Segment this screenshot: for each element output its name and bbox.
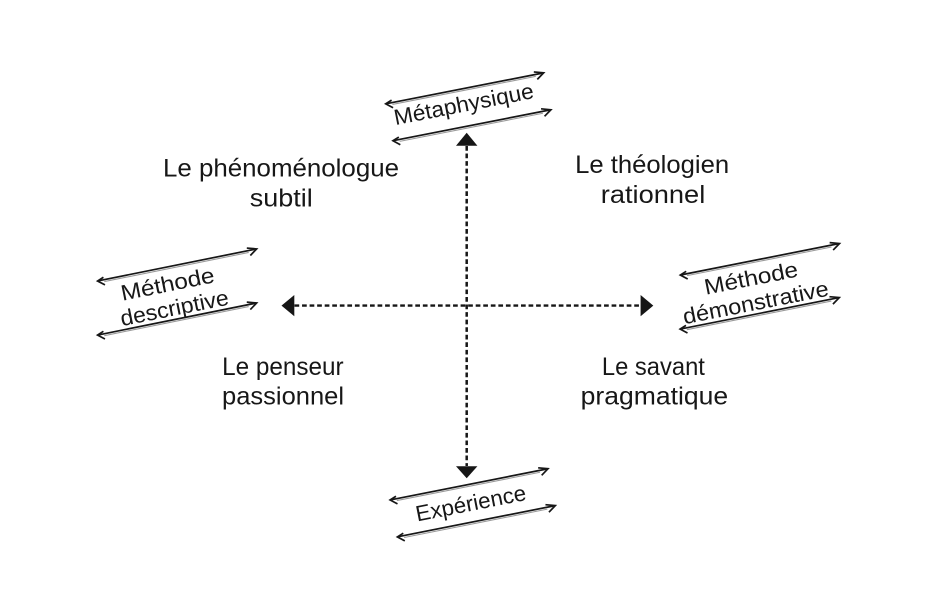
svg-text:rationnel: rationnel xyxy=(601,181,706,209)
svg-text:passionnel: passionnel xyxy=(222,383,344,411)
svg-text:Le penseur: Le penseur xyxy=(222,353,344,381)
svg-text:subtil: subtil xyxy=(250,185,313,213)
svg-text:Le phénoménologue: Le phénoménologue xyxy=(163,154,399,182)
svg-text:Le théologien: Le théologien xyxy=(575,151,729,179)
svg-text:pragmatique: pragmatique xyxy=(581,383,729,411)
svg-text:Le savant: Le savant xyxy=(602,353,705,381)
